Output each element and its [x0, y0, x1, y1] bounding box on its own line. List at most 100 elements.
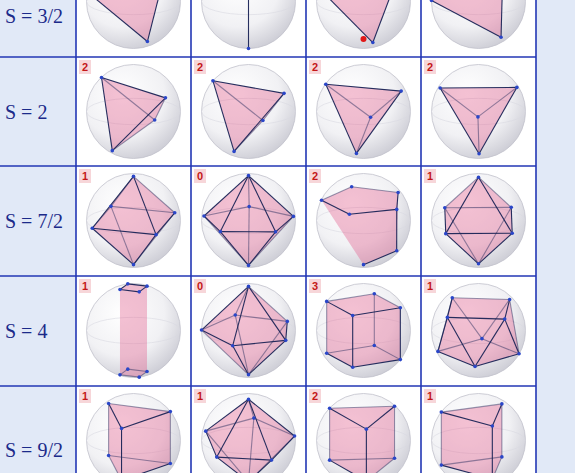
vertex-dot [328, 458, 332, 462]
grid-line [420, 0, 422, 473]
polyhedron-edge [109, 456, 122, 473]
bloch-sphere [432, 0, 526, 49]
count-number: 2 [309, 169, 321, 183]
polyhedron-edge [440, 88, 478, 117]
vertex-dot [351, 314, 355, 318]
polyhedron-edge [445, 208, 479, 264]
polyhedron-edge [155, 98, 166, 120]
polyhedron-edge [254, 418, 295, 436]
polyhedron-edge [249, 340, 286, 374]
polyhedron-edge [373, 0, 399, 43]
red-marker [361, 36, 367, 42]
polyhedron-edge [121, 428, 122, 473]
polyhedron-edge [374, 294, 375, 346]
polyhedron-edge [204, 216, 248, 265]
polyhedron-face [319, 0, 399, 43]
vertex-dot [355, 152, 359, 156]
polyhedron-edge [204, 216, 220, 232]
polyhedron-edge [444, 208, 446, 234]
polyhedron-edge [438, 339, 482, 352]
polyhedron-edge [322, 187, 352, 200]
polyhedron-edge [475, 354, 519, 367]
polyhedron-face [92, 176, 174, 264]
polyhedron-edge [122, 464, 171, 473]
bloch-sphere [202, 65, 296, 159]
polyhedron-edge [356, 117, 370, 153]
vertex-dot [285, 320, 289, 324]
polyhedron-edge [326, 301, 327, 353]
vertex-dot [293, 434, 297, 438]
vertex-dot [517, 352, 521, 356]
polyhedron-face [441, 404, 502, 473]
polyhedron-face [438, 298, 519, 367]
polyhedron-edge [92, 228, 156, 234]
count-number: 1 [424, 169, 436, 183]
polyhedron-edge [134, 176, 157, 234]
polyhedron-edge [441, 412, 442, 465]
polyhedron-edge [322, 200, 350, 214]
grid-line [75, 0, 77, 473]
polyhedron-edge [202, 286, 249, 330]
polyhedron-edge [353, 308, 401, 316]
polyhedron-edge [445, 207, 511, 208]
polyhedron-edge [364, 251, 397, 265]
bloch-sphere [432, 284, 526, 378]
vertex-dot [215, 455, 219, 459]
polyhedron-edge [440, 87, 517, 89]
vertex-dot [173, 211, 177, 215]
polyhedron-face [326, 84, 401, 153]
vertex-dot [369, 115, 373, 119]
polyhedron-edge [109, 404, 171, 412]
vertex-dot [211, 79, 215, 83]
polyhedron-edge [353, 360, 401, 368]
polyhedron-edge [479, 177, 513, 233]
vertex-dot [477, 262, 481, 266]
polyhedron-edge [134, 213, 175, 265]
bloch-sphere [317, 65, 411, 159]
polyhedron-edge [112, 98, 165, 151]
polyhedron-edge [134, 235, 157, 265]
vertex-dot [395, 249, 399, 253]
polyhedron-edge [349, 209, 396, 214]
bloch-sphere [87, 284, 181, 378]
polyhedron-edge [394, 406, 395, 458]
vertex-dot [164, 96, 168, 100]
bloch-sphere [87, 394, 181, 473]
vertex-dot [247, 205, 251, 209]
vertex-dot [476, 115, 480, 119]
polyhedron-edge [352, 315, 353, 367]
vertex-dot [440, 410, 444, 414]
polyhedron-edge [440, 88, 479, 154]
polyhedron-edge [249, 176, 276, 232]
polyhedron-edge [479, 177, 512, 207]
count-number: 1 [424, 389, 436, 403]
polyhedron-edge [441, 404, 502, 412]
vertex-dot [126, 282, 130, 286]
sphere-cell [87, 174, 181, 268]
polyhedron-edge [147, 0, 165, 42]
vertex-dot [261, 119, 265, 123]
vertex-dot [247, 174, 251, 178]
polyhedron-edge [233, 346, 249, 375]
polyhedron-edge [330, 408, 367, 429]
polyhedron-edge [501, 404, 502, 457]
polyhedron-edge [446, 177, 479, 233]
grid-line [535, 0, 537, 473]
vertex-dot [146, 40, 150, 44]
vertex-dot [247, 285, 251, 289]
bloch-sphere [87, 174, 181, 268]
bloch-sphere [317, 0, 411, 49]
polyhedron-edge [128, 284, 147, 286]
polyhedron-edge [92, 206, 111, 228]
vertex-dot [204, 429, 208, 433]
polyhedron-face [440, 87, 517, 153]
polyhedron-edge [478, 117, 479, 154]
bloch-sphere [202, 0, 296, 49]
polyhedron-edge [111, 176, 134, 206]
polyhedron-edge [234, 93, 284, 151]
vertex-dot [118, 288, 122, 292]
vertex-dot [247, 397, 251, 401]
count-number: 1 [79, 389, 91, 403]
polyhedron-edge [102, 78, 113, 151]
polyhedron-edge [446, 233, 512, 234]
